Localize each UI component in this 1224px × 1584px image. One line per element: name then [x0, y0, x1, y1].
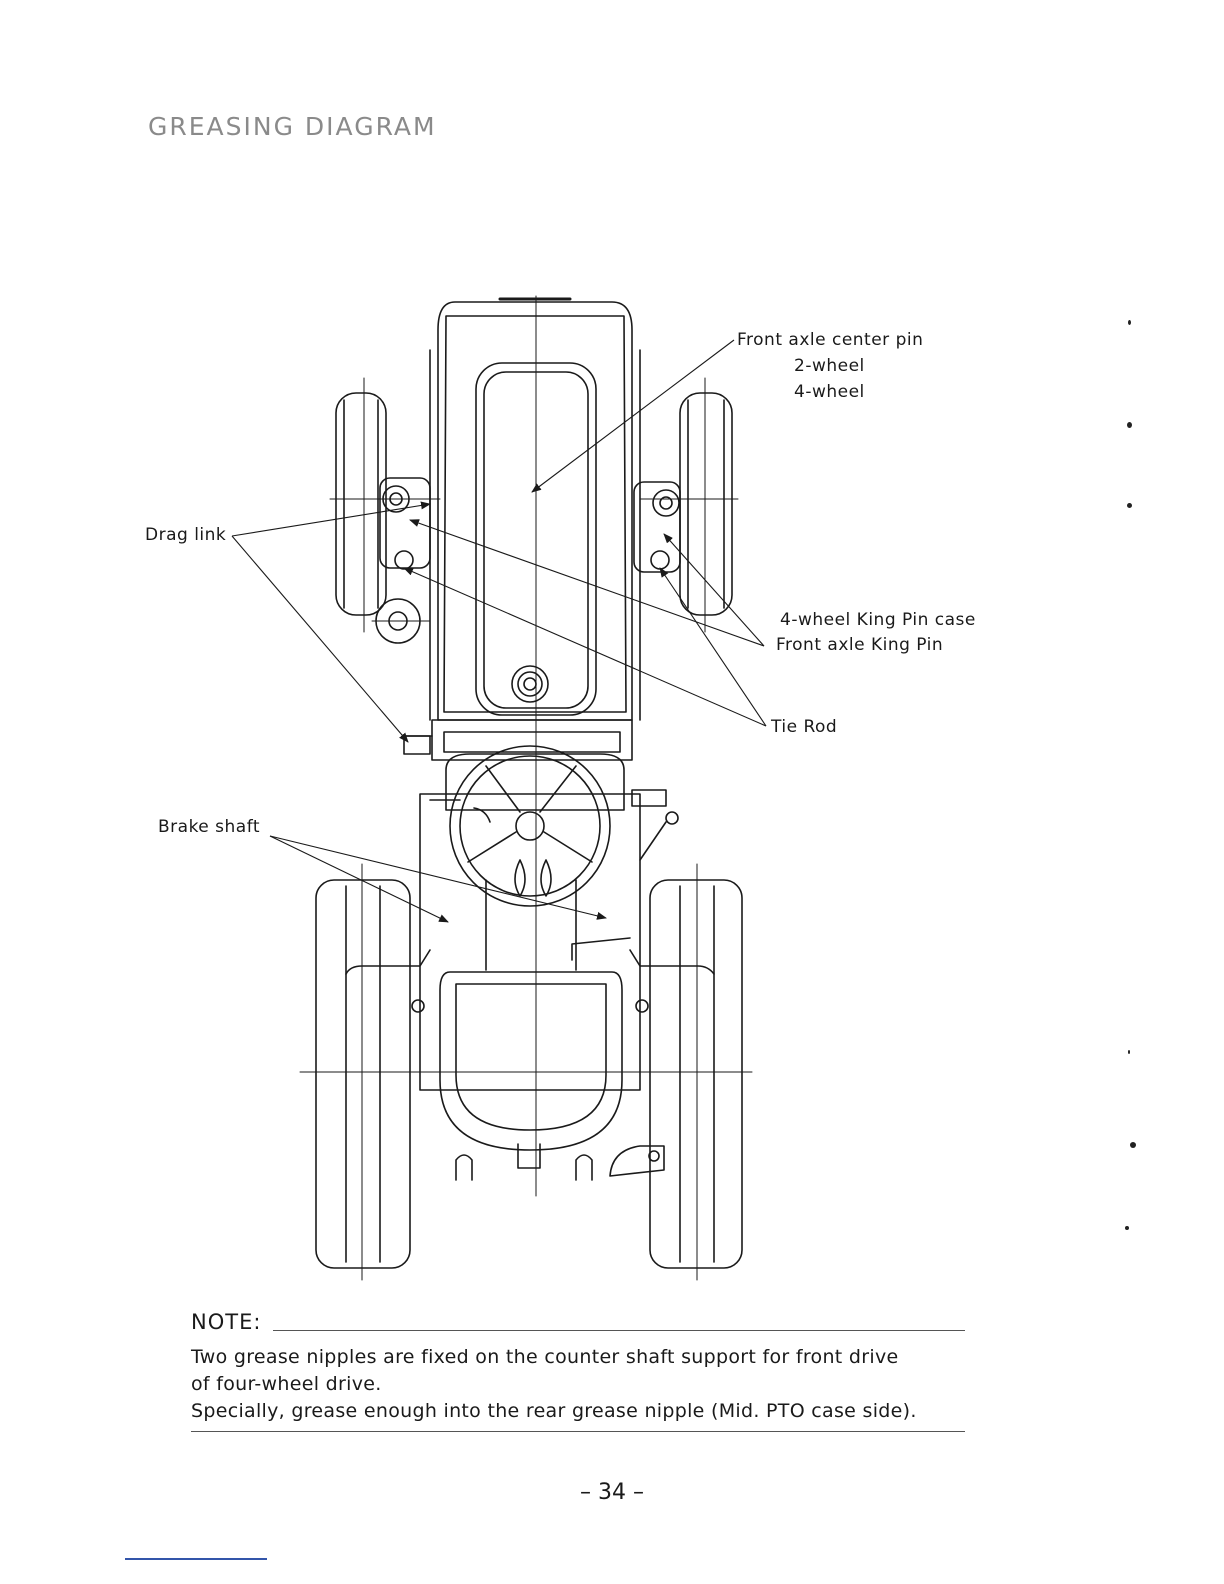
- note-rule-top: [273, 1330, 965, 1331]
- scan-speck: [1127, 422, 1132, 428]
- front-right-tire: [679, 377, 733, 633]
- footer-rule: [125, 1558, 267, 1560]
- note-text: Two grease nipples are fixed on the coun…: [191, 1344, 965, 1425]
- note-block: NOTE: Two grease nipples are fixed on th…: [191, 1310, 965, 1432]
- steering-wheel: [449, 745, 611, 907]
- front-left-tire: [335, 377, 387, 633]
- label-king-pin-case: 4-wheel King Pin case: [780, 610, 976, 630]
- label-tie-rod: Tie Rod: [771, 717, 838, 737]
- tractor-body: [419, 789, 679, 1091]
- label-2-wheel: 2-wheel: [794, 356, 865, 376]
- scan-speck: [1127, 503, 1132, 508]
- front-right-hub: [633, 481, 739, 573]
- scan-speck: [1125, 1226, 1129, 1230]
- note-rule-bottom: [191, 1431, 965, 1432]
- rear-hitch: [455, 1143, 665, 1181]
- scan-speck: [1130, 1142, 1136, 1148]
- note-line: Two grease nipples are fixed on the coun…: [191, 1346, 899, 1368]
- seat: [411, 937, 649, 1151]
- note-label: NOTE:: [191, 1310, 262, 1334]
- label-drag-link: Drag link: [145, 525, 227, 545]
- note-line: Specially, grease enough into the rear g…: [191, 1400, 917, 1422]
- page-title: GREASING DIAGRAM: [148, 112, 437, 141]
- scan-speck: [1128, 1050, 1130, 1054]
- hood: [429, 297, 641, 721]
- label-4-wheel: 4-wheel: [794, 382, 865, 402]
- label-front-axle-center-pin: Front axle center pin: [737, 330, 924, 350]
- scan-speck: [1128, 320, 1131, 325]
- label-brake-shaft: Brake shaft: [158, 817, 261, 837]
- label-front-axle-king-pin: Front axle King Pin: [776, 635, 944, 655]
- dashboard: [403, 719, 633, 811]
- front-left-hub: [329, 477, 441, 644]
- page-number: – 34 –: [580, 1480, 644, 1505]
- note-line: of four-wheel drive.: [191, 1373, 382, 1395]
